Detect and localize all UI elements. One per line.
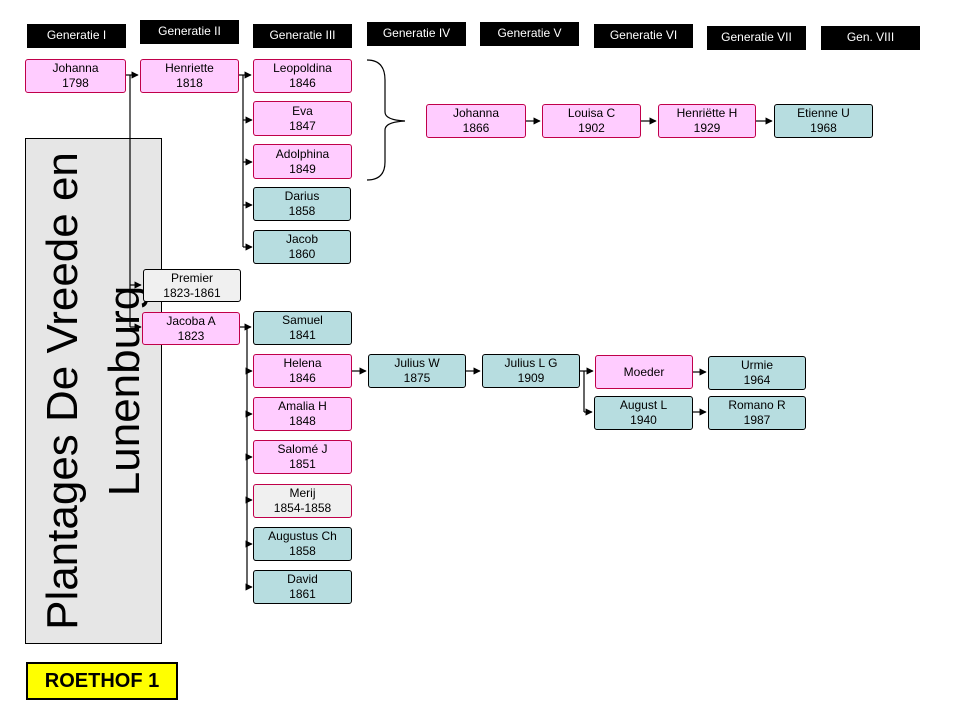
person-eva: Eva 1847 xyxy=(253,101,352,136)
person-julius-w: Julius W 1875 xyxy=(368,354,466,388)
person-johanna-1866: Johanna 1866 xyxy=(426,104,526,138)
person-name: David xyxy=(287,572,318,586)
person-name: Augustus Ch xyxy=(268,529,337,543)
person-johanna-1798: Johanna 1798 xyxy=(25,59,126,93)
person-years: 1866 xyxy=(462,121,490,135)
person-name: Julius W xyxy=(394,356,440,370)
person-name: Johanna xyxy=(452,106,500,120)
person-name: Salomé J xyxy=(277,442,328,456)
person-darius: Darius 1858 xyxy=(253,187,351,221)
person-urmie: Urmie 1964 xyxy=(708,356,806,390)
person-name: Amalia H xyxy=(278,399,327,413)
person-august-l: August L 1940 xyxy=(594,396,693,430)
person-name: Jacoba A xyxy=(166,313,216,328)
person-years: 1875 xyxy=(403,371,431,385)
person-name: Urmie xyxy=(741,358,773,372)
generation-header-5: Generatie V xyxy=(480,22,579,46)
person-name: Jacob xyxy=(285,232,319,246)
plantation-title-panel: Plantages De Vreede en Lunenburg xyxy=(25,138,162,644)
person-years: 1940 xyxy=(630,413,657,427)
person-years: 1849 xyxy=(289,161,316,176)
person-years: 1854-1858 xyxy=(273,501,332,515)
person-years: 1902 xyxy=(578,121,605,135)
generation-header-6: Generatie VI xyxy=(594,24,693,48)
person-name: Henriëtte H xyxy=(676,106,738,120)
person-david: David 1861 xyxy=(253,570,352,604)
person-years: 1861 xyxy=(289,587,316,601)
person-years: 1823 xyxy=(177,328,205,343)
generation-header-1: Generatie I xyxy=(27,24,126,48)
person-years: 1929 xyxy=(693,121,721,135)
person-years: 1987 xyxy=(743,413,771,427)
person-name: Henriette xyxy=(165,61,214,75)
person-name: Romano R xyxy=(728,398,786,412)
person-name: Leopoldina xyxy=(273,61,332,75)
person-years: 1860 xyxy=(288,247,316,261)
person-helena: Helena 1846 xyxy=(253,354,352,388)
person-name: Moeder xyxy=(623,364,665,379)
generation-header-3: Generatie III xyxy=(253,24,352,48)
person-moeder: Moeder xyxy=(595,355,693,389)
person-premier: Premier 1823-1861 xyxy=(143,269,241,302)
person-louisa-c: Louisa C 1902 xyxy=(542,104,641,138)
person-years: 1909 xyxy=(517,371,545,385)
person-salome-j: Salomé J 1851 xyxy=(253,440,352,474)
person-name: Merij xyxy=(289,486,316,500)
person-name: August L xyxy=(619,398,668,412)
roethof-label: ROETHOF 1 xyxy=(26,662,178,700)
person-leopoldina: Leopoldina 1846 xyxy=(253,59,352,93)
person-adolphina: Adolphina 1849 xyxy=(253,144,352,179)
person-merij: Merij 1854-1858 xyxy=(253,484,352,518)
person-name: Helena xyxy=(283,356,322,370)
person-name: Eva xyxy=(292,103,313,118)
generation-header-7: Generatie VII xyxy=(707,26,806,50)
person-years: 1798 xyxy=(62,76,89,90)
person-amalia-h: Amalia H 1848 xyxy=(253,397,352,431)
generation-header-8: Gen. VIII xyxy=(821,26,920,50)
person-samuel: Samuel 1841 xyxy=(253,311,352,345)
generation-header-2: Generatie II xyxy=(140,20,239,44)
person-name: Adolphina xyxy=(275,146,330,161)
person-jacob: Jacob 1860 xyxy=(253,230,351,264)
person-romano-r: Romano R 1987 xyxy=(708,396,806,430)
person-years: 1846 xyxy=(289,371,316,385)
person-years: 1846 xyxy=(289,76,316,90)
person-years: 1964 xyxy=(743,373,771,387)
person-name: Julius L G xyxy=(504,356,558,370)
person-years: 1858 xyxy=(289,544,316,558)
person-jacoba: Jacoba A 1823 xyxy=(142,312,240,345)
person-henriette-h: Henriëtte H 1929 xyxy=(658,104,756,138)
person-years: 1968 xyxy=(810,121,837,135)
person-years: 1858 xyxy=(288,204,316,218)
person-augustus-ch: Augustus Ch 1858 xyxy=(253,527,352,561)
person-name: Premier xyxy=(170,270,213,285)
person-etienne-u: Etienne U 1968 xyxy=(774,104,873,138)
person-years: 1823-1861 xyxy=(163,285,221,300)
person-years: 1847 xyxy=(289,118,316,133)
person-julius-l-g: Julius L G 1909 xyxy=(482,354,580,388)
person-years: 1848 xyxy=(289,414,316,428)
person-name: Etienne U xyxy=(797,106,850,120)
person-name: Louisa C xyxy=(567,106,616,120)
person-years: 1841 xyxy=(289,328,316,342)
person-years: 1818 xyxy=(176,76,203,90)
person-years: 1851 xyxy=(289,457,316,471)
person-henriette-1818: Henriette 1818 xyxy=(140,59,239,93)
generation-header-4: Generatie IV xyxy=(367,22,466,46)
person-name: Darius xyxy=(284,189,320,203)
person-name: Samuel xyxy=(282,313,323,327)
person-name: Johanna xyxy=(52,61,99,75)
